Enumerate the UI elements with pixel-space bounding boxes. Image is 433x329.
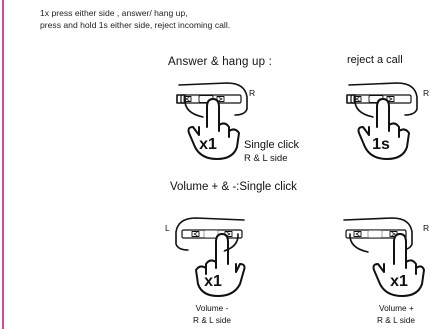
answer-note-line-2: R & L side xyxy=(244,153,288,164)
instructions-text: 1x press either side , answer/ hang up, … xyxy=(40,7,425,31)
instructions-line-2: press and hold 1s either side, reject in… xyxy=(40,20,231,30)
volume-plus-illustration: x1 xyxy=(343,217,425,297)
volume-minus-badge: x1 xyxy=(204,273,222,290)
volume-plus-caption-line-1: Volume + xyxy=(379,303,414,313)
pressing-hand-icon xyxy=(357,98,410,160)
volume-minus-caption-line-2: R & L side xyxy=(193,315,231,325)
reject-section-title: reject a call xyxy=(347,54,403,66)
reject-side-label: R xyxy=(423,88,430,98)
earbud-device-icon xyxy=(175,217,245,253)
volume-left-side-label: L xyxy=(165,223,170,233)
earbud-device-icon xyxy=(176,82,248,118)
pressing-hand-icon xyxy=(195,233,246,297)
volume-right-side-label: R xyxy=(423,223,430,233)
reject-hold-badge: 1s xyxy=(372,136,390,153)
answer-press-badge: x1 xyxy=(199,136,217,153)
instructions-line-1: 1x press either side , answer/ hang up, xyxy=(40,8,188,18)
answer-note: Single click R & L side xyxy=(244,139,299,165)
volume-minus-caption: Volume - R & L side xyxy=(187,302,237,326)
volume-minus-illustration: x1 xyxy=(175,217,246,297)
volume-plus-caption-line-2: R & L side xyxy=(377,315,415,325)
answer-section-title: Answer & hang up : xyxy=(168,56,272,68)
answer-note-line-1: Single click xyxy=(244,139,300,151)
page-edge-rule xyxy=(2,0,4,329)
pressing-hand-icon xyxy=(372,233,425,297)
volume-plus-badge: x1 xyxy=(390,273,408,290)
volume-section-title: Volume + & -:Single click xyxy=(170,181,297,193)
volume-plus-caption: Volume + R & L side xyxy=(367,302,433,326)
volume-minus-caption-line-1: Volume - xyxy=(195,303,229,313)
answer-illustration: x1 xyxy=(176,82,248,160)
earbud-device-icon xyxy=(346,82,418,118)
reject-illustration: 1s xyxy=(346,82,418,160)
pressing-hand-icon xyxy=(187,98,240,160)
answer-side-label: R xyxy=(249,88,256,98)
